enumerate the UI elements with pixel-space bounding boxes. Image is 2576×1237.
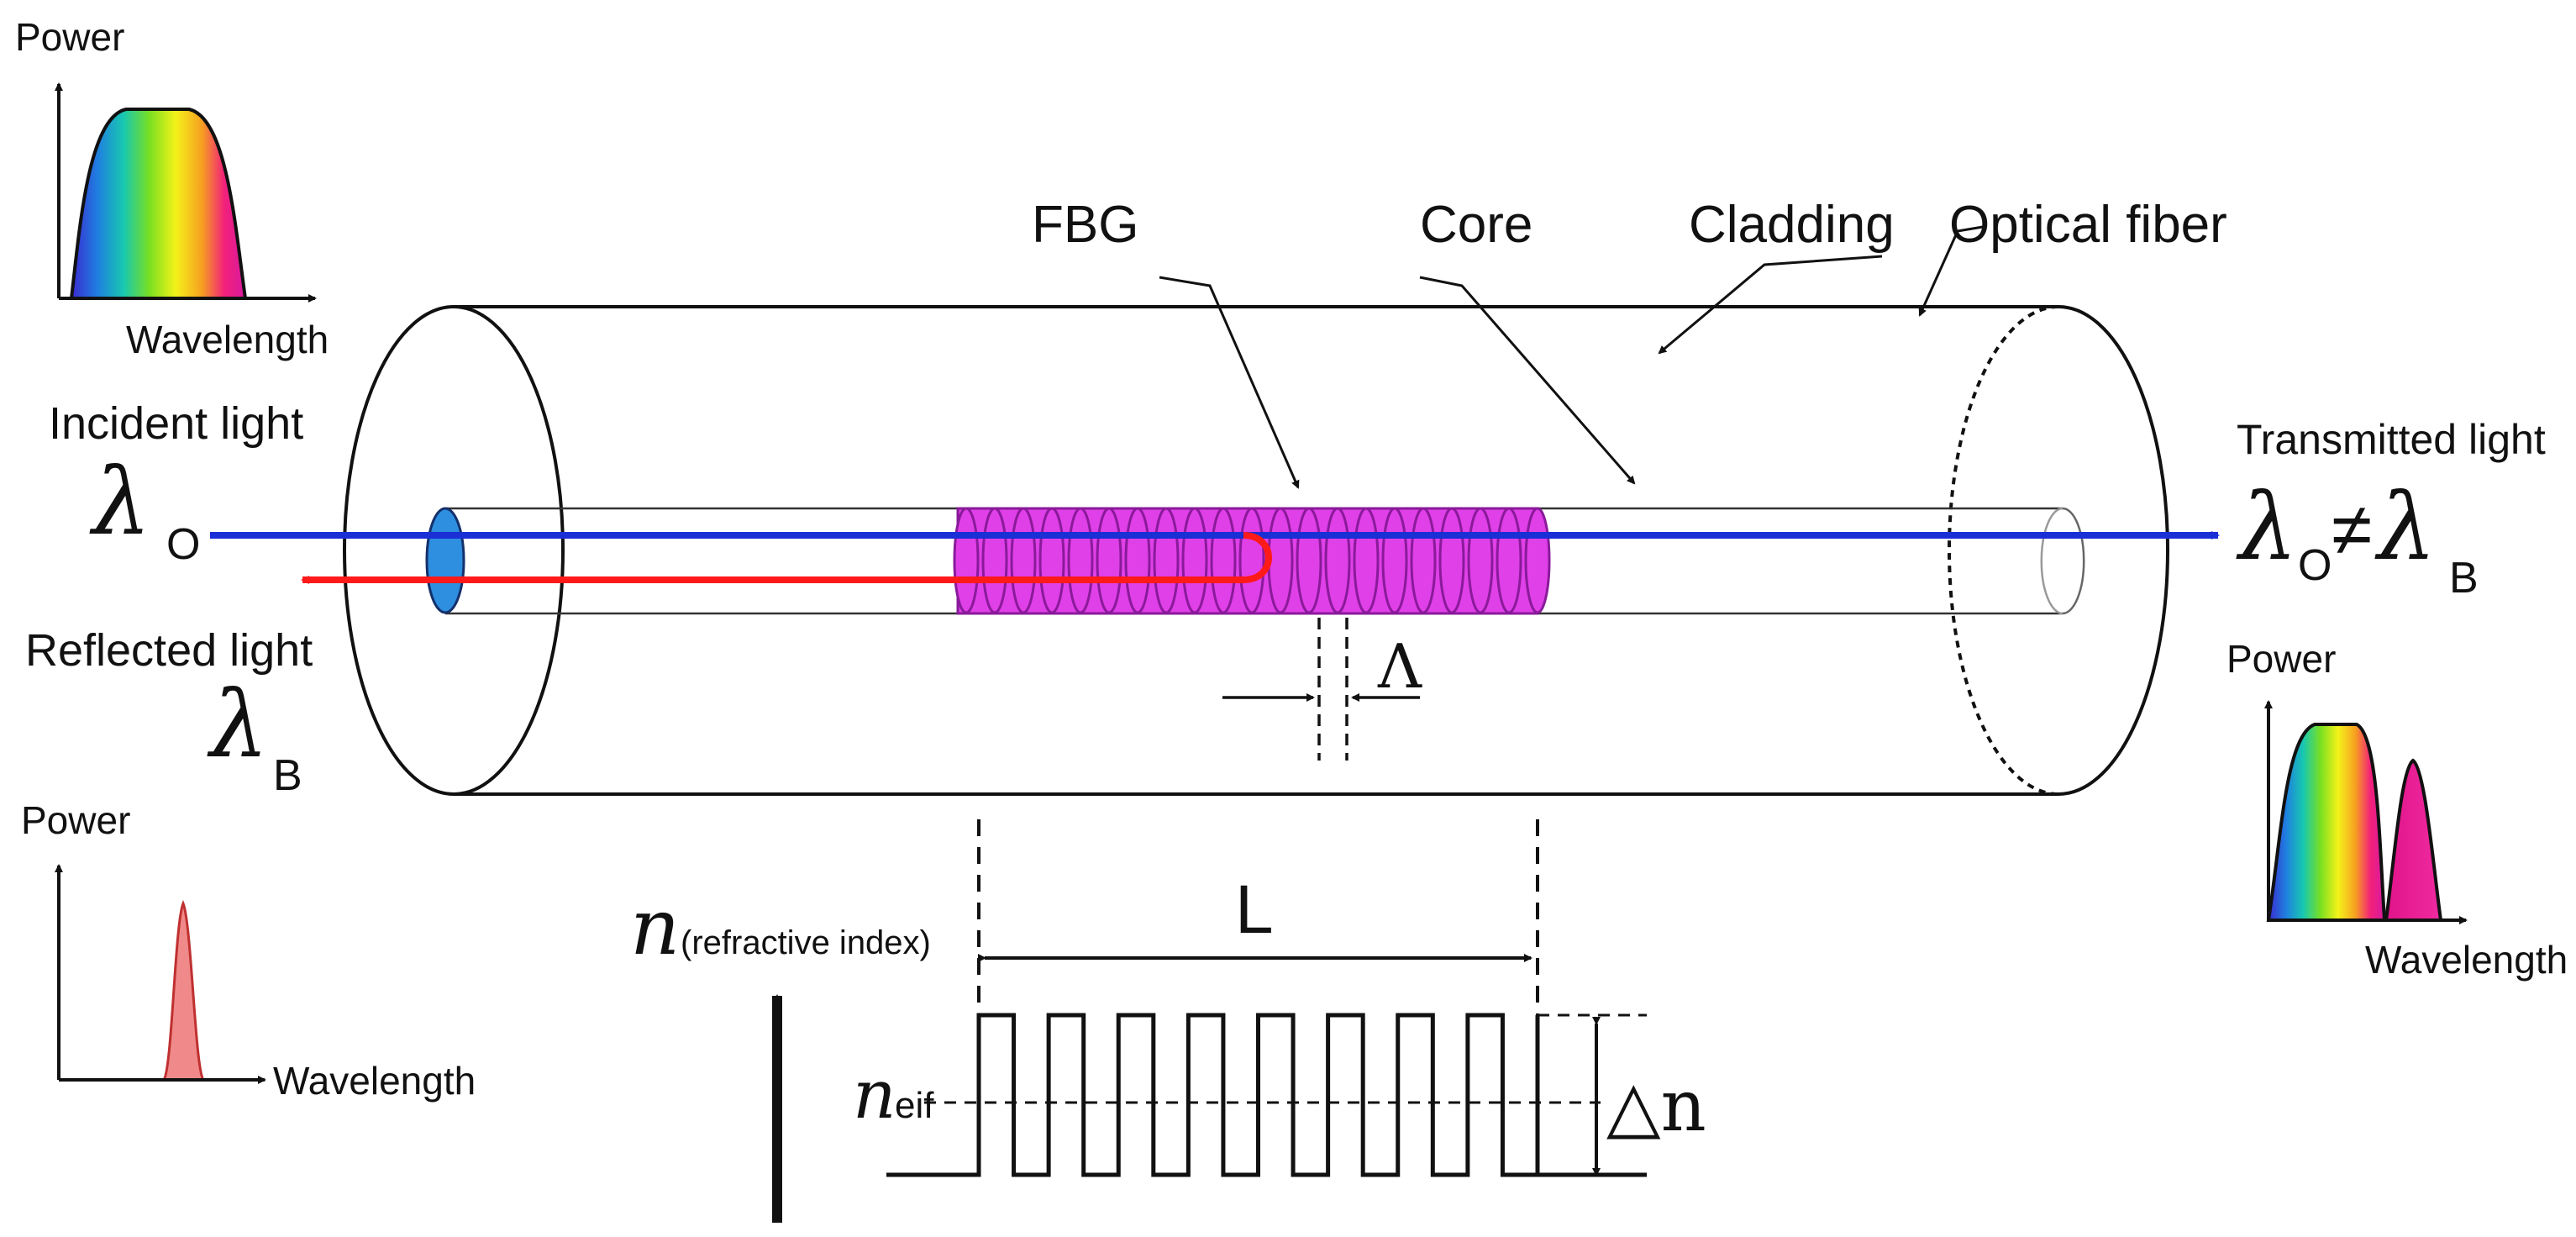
optical-fiber-leader — [1918, 225, 1984, 317]
grating-ring — [1096, 507, 1122, 614]
transmitted-lambda-o-sub: O — [2298, 541, 2332, 590]
optical-fiber-label: Optical fiber — [1949, 196, 2227, 254]
reflected-spectrum-peak — [161, 899, 206, 1082]
grating-length-label: L — [1235, 871, 1274, 948]
grating-ring — [981, 507, 1008, 614]
grating-ring — [1238, 507, 1265, 614]
index-modulation-wave — [886, 1013, 1647, 1177]
grating-ring — [1467, 507, 1494, 614]
grating-ring — [1296, 507, 1322, 614]
incident-lambda-sub: O — [166, 520, 200, 569]
incident-power-label: Power — [15, 15, 124, 59]
refractive-index-label: (refractive index) — [681, 924, 931, 961]
grating-ring — [1324, 507, 1351, 614]
index-n-symbol: n — [630, 882, 680, 972]
core-leader — [1419, 276, 1636, 485]
grating-ring — [953, 507, 980, 614]
period-marker — [1222, 618, 1420, 761]
cladding-label: Cladding — [1689, 196, 1895, 254]
transmitted-lambda-o: λ — [2236, 473, 2298, 581]
grating-ring — [1438, 507, 1465, 614]
grating-ring — [1153, 507, 1180, 614]
grating-ring — [1267, 507, 1294, 614]
grating-ring — [1410, 507, 1437, 614]
transmitted-lambda-b-sub: B — [2449, 554, 2479, 603]
grating-ring — [1038, 507, 1065, 614]
transmitted-wavelength-label: Wavelength — [2365, 938, 2568, 982]
reflected-light-label: Reflected light — [25, 625, 313, 676]
optical-fiber-cylinder — [343, 305, 2169, 796]
n-eff-symbol: n — [853, 1055, 896, 1134]
grating-ring — [1124, 507, 1151, 614]
period-label: Λ — [1377, 631, 1422, 702]
transmitted-power-label: Power — [2226, 637, 2336, 681]
transmitted-lambda-b: λ — [2374, 473, 2437, 581]
core-label: Core — [1420, 196, 1532, 254]
delta-n-label: △n — [1606, 1065, 1706, 1147]
grating-ring — [1067, 507, 1094, 614]
leader-lines — [1159, 225, 1984, 489]
incident-spectrum: Power Wavelength — [15, 15, 329, 361]
cladding-leader — [1658, 255, 1883, 355]
fbg-leader — [1159, 276, 1300, 489]
grating-ring — [1181, 507, 1208, 614]
incident-lambda: λ — [89, 448, 151, 555]
n-eff-sub: eif — [895, 1085, 934, 1126]
refractive-index-profile: L n (refractive index) n eif △n — [630, 819, 1706, 1223]
grating-ring — [1381, 507, 1408, 614]
incident-spectrum-band — [69, 108, 248, 300]
reflected-lambda: λ — [207, 671, 269, 778]
grating-ring — [1210, 507, 1237, 614]
fbg-grating — [953, 507, 1551, 615]
incident-light-label: Incident light — [49, 398, 303, 449]
fiber-right-face-front — [2058, 305, 2169, 796]
grating-ring — [1496, 507, 1522, 614]
incident-wavelength-label: Wavelength — [126, 318, 329, 361]
core-entry-disk — [425, 507, 465, 614]
reflected-beam — [301, 532, 1272, 584]
transmitted-spectrum-peak — [2384, 758, 2443, 922]
grating-ring — [1010, 507, 1037, 614]
transmitted-spectrum: Power Wavelength — [2226, 637, 2568, 982]
fbg-label: FBG — [1032, 196, 1138, 254]
reflected-wavelength-label: Wavelength — [273, 1059, 476, 1103]
grating-ring — [1353, 507, 1380, 614]
reflected-lambda-sub: B — [273, 751, 302, 800]
reflected-power-label: Power — [21, 798, 130, 842]
not-equal-sign: ≠ — [2332, 487, 2372, 571]
transmitted-spectrum-band — [2266, 723, 2387, 922]
grating-ring — [1524, 507, 1551, 614]
transmitted-light-label: Transmitted light — [2237, 416, 2546, 463]
reflected-spectrum: Power Wavelength — [21, 798, 476, 1103]
